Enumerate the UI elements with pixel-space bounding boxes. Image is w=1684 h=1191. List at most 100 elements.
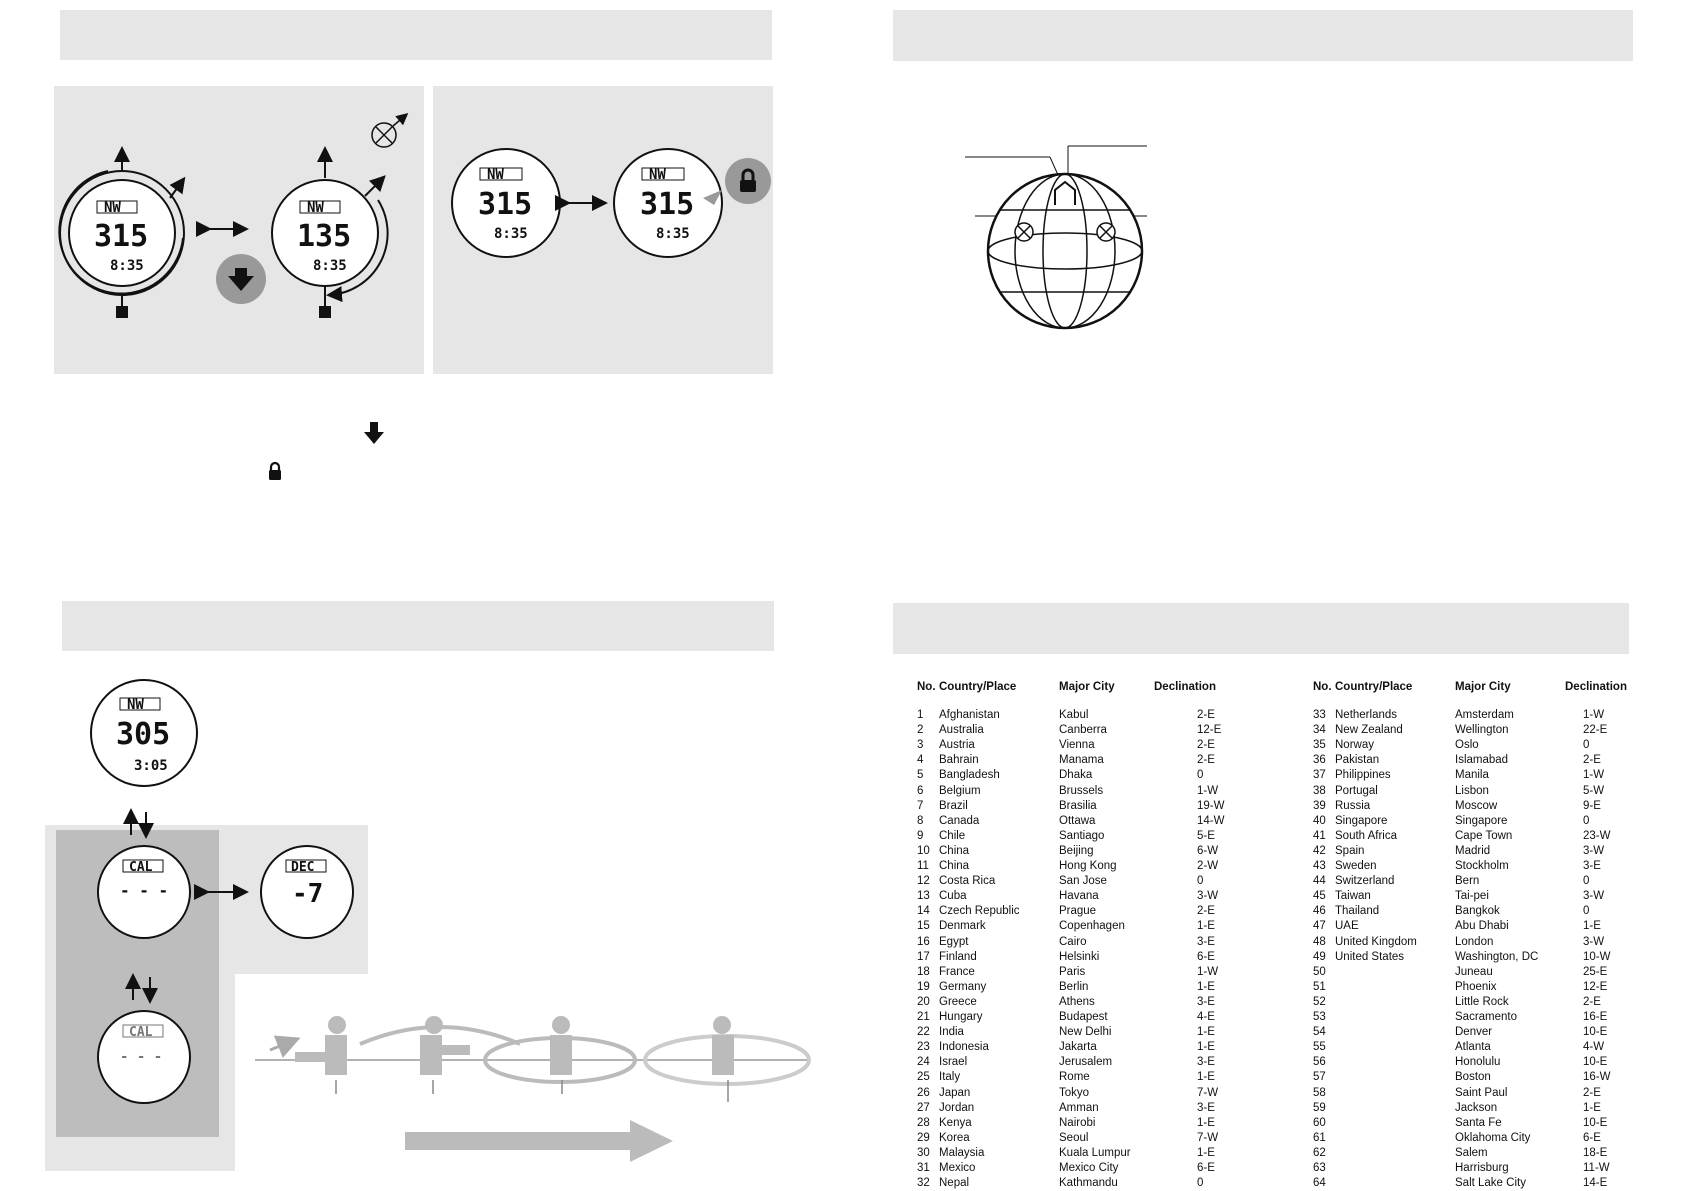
row-city: Salem [1455,1146,1488,1159]
header-no: No. [1313,681,1332,693]
rotation-calibration-figures [255,1016,811,1162]
row-city: Bangkok [1455,905,1500,918]
row-city: Amman [1059,1101,1099,1114]
inline-down-arrow-icon [364,422,384,444]
row-number: 57 [1313,1071,1326,1084]
row-country: Finland [939,950,977,963]
table-row: 12 Costa Rica San Jose 0 [917,874,1257,889]
row-country: France [939,965,975,978]
row-city: Juneau [1455,965,1493,978]
row-number: 20 [917,995,930,1008]
row-number: 49 [1313,950,1326,963]
watch-face-dec: DEC -7 [260,845,354,939]
row-city: Prague [1059,905,1097,918]
row-declination: 10-E [1583,1056,1608,1069]
row-city: Dhaka [1059,769,1093,782]
row-declination: 0 [1197,875,1204,888]
row-number: 13 [917,890,930,903]
row-number: 30 [917,1146,930,1159]
row-country: Australia [939,724,984,737]
row-number: 37 [1313,769,1326,782]
row-city: Kuala Lumpur [1059,1146,1131,1159]
row-country: China [939,860,970,872]
row-country: Norway [1335,739,1374,752]
row-number: 32 [917,1177,930,1190]
row-country: Sweden [1335,860,1377,872]
row-number: 15 [917,920,930,933]
row-country: Indonesia [939,1041,989,1054]
watch5-degree: 305 [116,717,170,752]
row-number: 48 [1313,935,1326,948]
row-number: 28 [917,1116,930,1129]
row-city: Nairobi [1059,1116,1096,1129]
row-number: 53 [1313,1011,1326,1023]
row-declination: 7-W [1197,1086,1219,1099]
row-declination: 3-E [1197,1101,1215,1114]
row-declination: 0 [1197,1177,1204,1190]
row-city: Cape Town [1455,829,1513,842]
row-country: Belgium [939,784,981,797]
row-country: China [939,844,970,857]
watch1-direction: NW [104,200,121,216]
header-bar-top-left [60,10,772,60]
row-declination: 10-E [1583,1116,1608,1129]
row-country: Portugal [1335,784,1378,797]
row-number: 52 [1313,995,1326,1008]
row-city: Harrisburg [1455,1162,1509,1174]
row-number: 47 [1313,920,1326,933]
watch2-time: 8:35 [313,258,347,274]
row-country: Singapore [1335,814,1388,827]
up-down-arrows-2 [125,973,158,1004]
row-declination: 2-E [1197,709,1215,721]
row-country: Egypt [939,935,969,948]
header-country: Country/Place [939,681,1017,693]
watch-face-5: NW 305 3:05 [90,679,198,787]
row-declination: 2-E [1583,754,1601,767]
row-number: 10 [917,844,930,857]
row-city: Denver [1455,1026,1493,1039]
row-declination: 5-W [1583,784,1605,797]
watch-dec-label: DEC [291,860,314,875]
row-city: San Jose [1059,875,1107,888]
row-city: Bern [1455,875,1480,888]
row-city: Rome [1059,1071,1090,1084]
row-city: Athens [1059,995,1095,1008]
row-city: Beijing [1059,844,1094,857]
row-declination: 2-E [1583,995,1601,1008]
row-number: 4 [917,754,924,767]
row-number: 43 [1313,860,1326,872]
row-number: 12 [917,875,930,888]
row-country: Israel [939,1056,968,1069]
row-number: 58 [1313,1086,1326,1099]
row-city: Vienna [1059,739,1095,752]
row-city: Stockholm [1455,860,1509,872]
row-declination: 1-E [1197,920,1215,933]
row-declination: 14-E [1583,1177,1608,1190]
row-city: Mexico City [1059,1162,1119,1174]
row-declination: 1-E [1197,1026,1215,1039]
row-country: Costa Rica [939,875,996,888]
row-number: 18 [917,965,930,978]
row-country: Malaysia [939,1146,985,1159]
row-number: 63 [1313,1162,1326,1174]
